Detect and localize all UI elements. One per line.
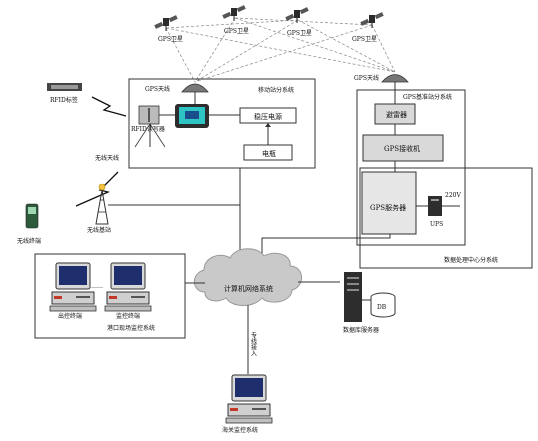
computer-network-cloud: 计算机网络系统 xyxy=(193,248,302,306)
computer-icon xyxy=(49,262,97,312)
port-monitoring-system: …… 出控终端 监控终端 港口现场监控系统 xyxy=(34,253,205,339)
satellite-icon xyxy=(284,6,310,24)
mobile-station-title: 移动站分系统 xyxy=(258,86,294,94)
tower-icon xyxy=(95,189,109,225)
gps-satellite-3: GPS卫星 xyxy=(284,6,312,37)
battery-label: 电瓶 xyxy=(262,149,276,158)
lightning-arrester-label: 避雷器 xyxy=(386,110,407,119)
base-station-title: GPS基准站分系统 xyxy=(403,93,452,101)
computer-icon xyxy=(225,374,273,424)
ups-label: UPS xyxy=(430,221,443,228)
network-label: 计算机网络系统 xyxy=(224,284,273,293)
wireless-antenna: 无线天线 xyxy=(75,123,166,207)
satellite-label: GPS卫星 xyxy=(224,28,249,35)
gps-base-station-subsystem: GPS天线 GPS基准站分系统 避雷器 GPS接收机 xyxy=(354,74,466,246)
dedicated-line-label: 专线接入 xyxy=(250,331,257,356)
cloud-icon xyxy=(193,248,302,306)
mobile-station-subsystem: GPS天线 移动站分系统 RFID读写器 稳压电源 电瓶 xyxy=(128,78,316,169)
rfid-tag-label: RFID标签 xyxy=(50,96,78,104)
satellite-label: GPS卫星 xyxy=(287,30,312,37)
ellipsis-label: …… xyxy=(91,283,103,290)
gps-antenna-icon xyxy=(181,83,209,93)
computer-icon xyxy=(104,262,152,312)
wireless-antenna-label: 无线天线 xyxy=(95,154,119,162)
voltage-label: 220V xyxy=(445,192,461,199)
gps-receiver-label: GPS接收机 xyxy=(384,144,420,153)
database-server: DB 数据库服务器 xyxy=(298,272,396,334)
wireless-terminal-label: 无线终端 xyxy=(17,237,41,245)
rfid-reader-label: RFID读写器 xyxy=(131,125,165,133)
wireless-base-station: 无线基站 xyxy=(87,183,241,262)
database-server-label: 数据库服务器 xyxy=(343,326,379,334)
satellite-label: GPS卫星 xyxy=(158,36,183,43)
regulated-power-label: 稳压电源 xyxy=(254,112,282,121)
gps-antenna-icon xyxy=(381,74,409,83)
satellite-icon xyxy=(359,11,385,29)
customs-monitoring: 专线接入 海关监控系统 xyxy=(222,305,273,434)
outgoing-terminal-label: 出控终端 xyxy=(58,312,82,320)
gps-satellite-4: GPS卫星 xyxy=(352,11,385,43)
gps-receiver-box xyxy=(362,134,444,162)
rfid-tag: RFID标签 xyxy=(47,83,127,117)
gps-server-label: GPS服务器 xyxy=(370,203,406,212)
satellite-label: GPS卫星 xyxy=(352,36,377,43)
wireless-base-station-label: 无线基站 xyxy=(87,226,111,234)
port-monitoring-title: 港口现场监控系统 xyxy=(107,324,155,332)
gps-server-box xyxy=(361,171,417,235)
satellite-links xyxy=(165,17,396,83)
gps-satellite-2: GPS卫星 xyxy=(221,4,249,35)
base-gps-antenna-label: GPS天线 xyxy=(354,74,379,82)
data-processing-center: 数据处理中心分系统 GPS服务器 UPS 220V xyxy=(261,167,533,269)
gps-antenna-label: GPS天线 xyxy=(145,85,170,93)
satellite-icon xyxy=(153,14,179,32)
db-label: DB xyxy=(377,304,387,311)
data-center-title: 数据处理中心分系统 xyxy=(444,256,498,264)
gps-satellite-1: GPS卫星 xyxy=(153,14,183,43)
customs-label: 海关监控系统 xyxy=(222,426,258,434)
monitoring-terminal-label: 监控终端 xyxy=(116,312,140,320)
server-icon xyxy=(344,272,362,322)
wireless-terminal: 无线终端 xyxy=(17,203,41,245)
